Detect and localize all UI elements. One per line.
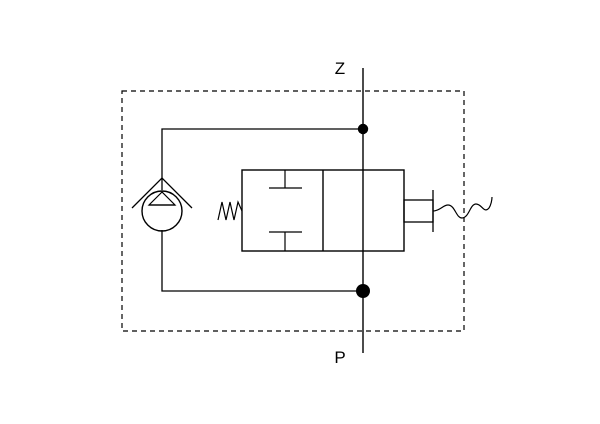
spring-icon [217, 200, 243, 221]
lower-line [161, 230, 363, 292]
enclosure-dashed [121, 90, 465, 332]
two-position-valve [241, 169, 405, 252]
upper-line [161, 128, 363, 190]
port-label-p: P [334, 348, 345, 367]
pump-motor-icon [131, 177, 193, 232]
solenoid-icon [403, 190, 493, 232]
port-label-z: Z [335, 59, 345, 78]
